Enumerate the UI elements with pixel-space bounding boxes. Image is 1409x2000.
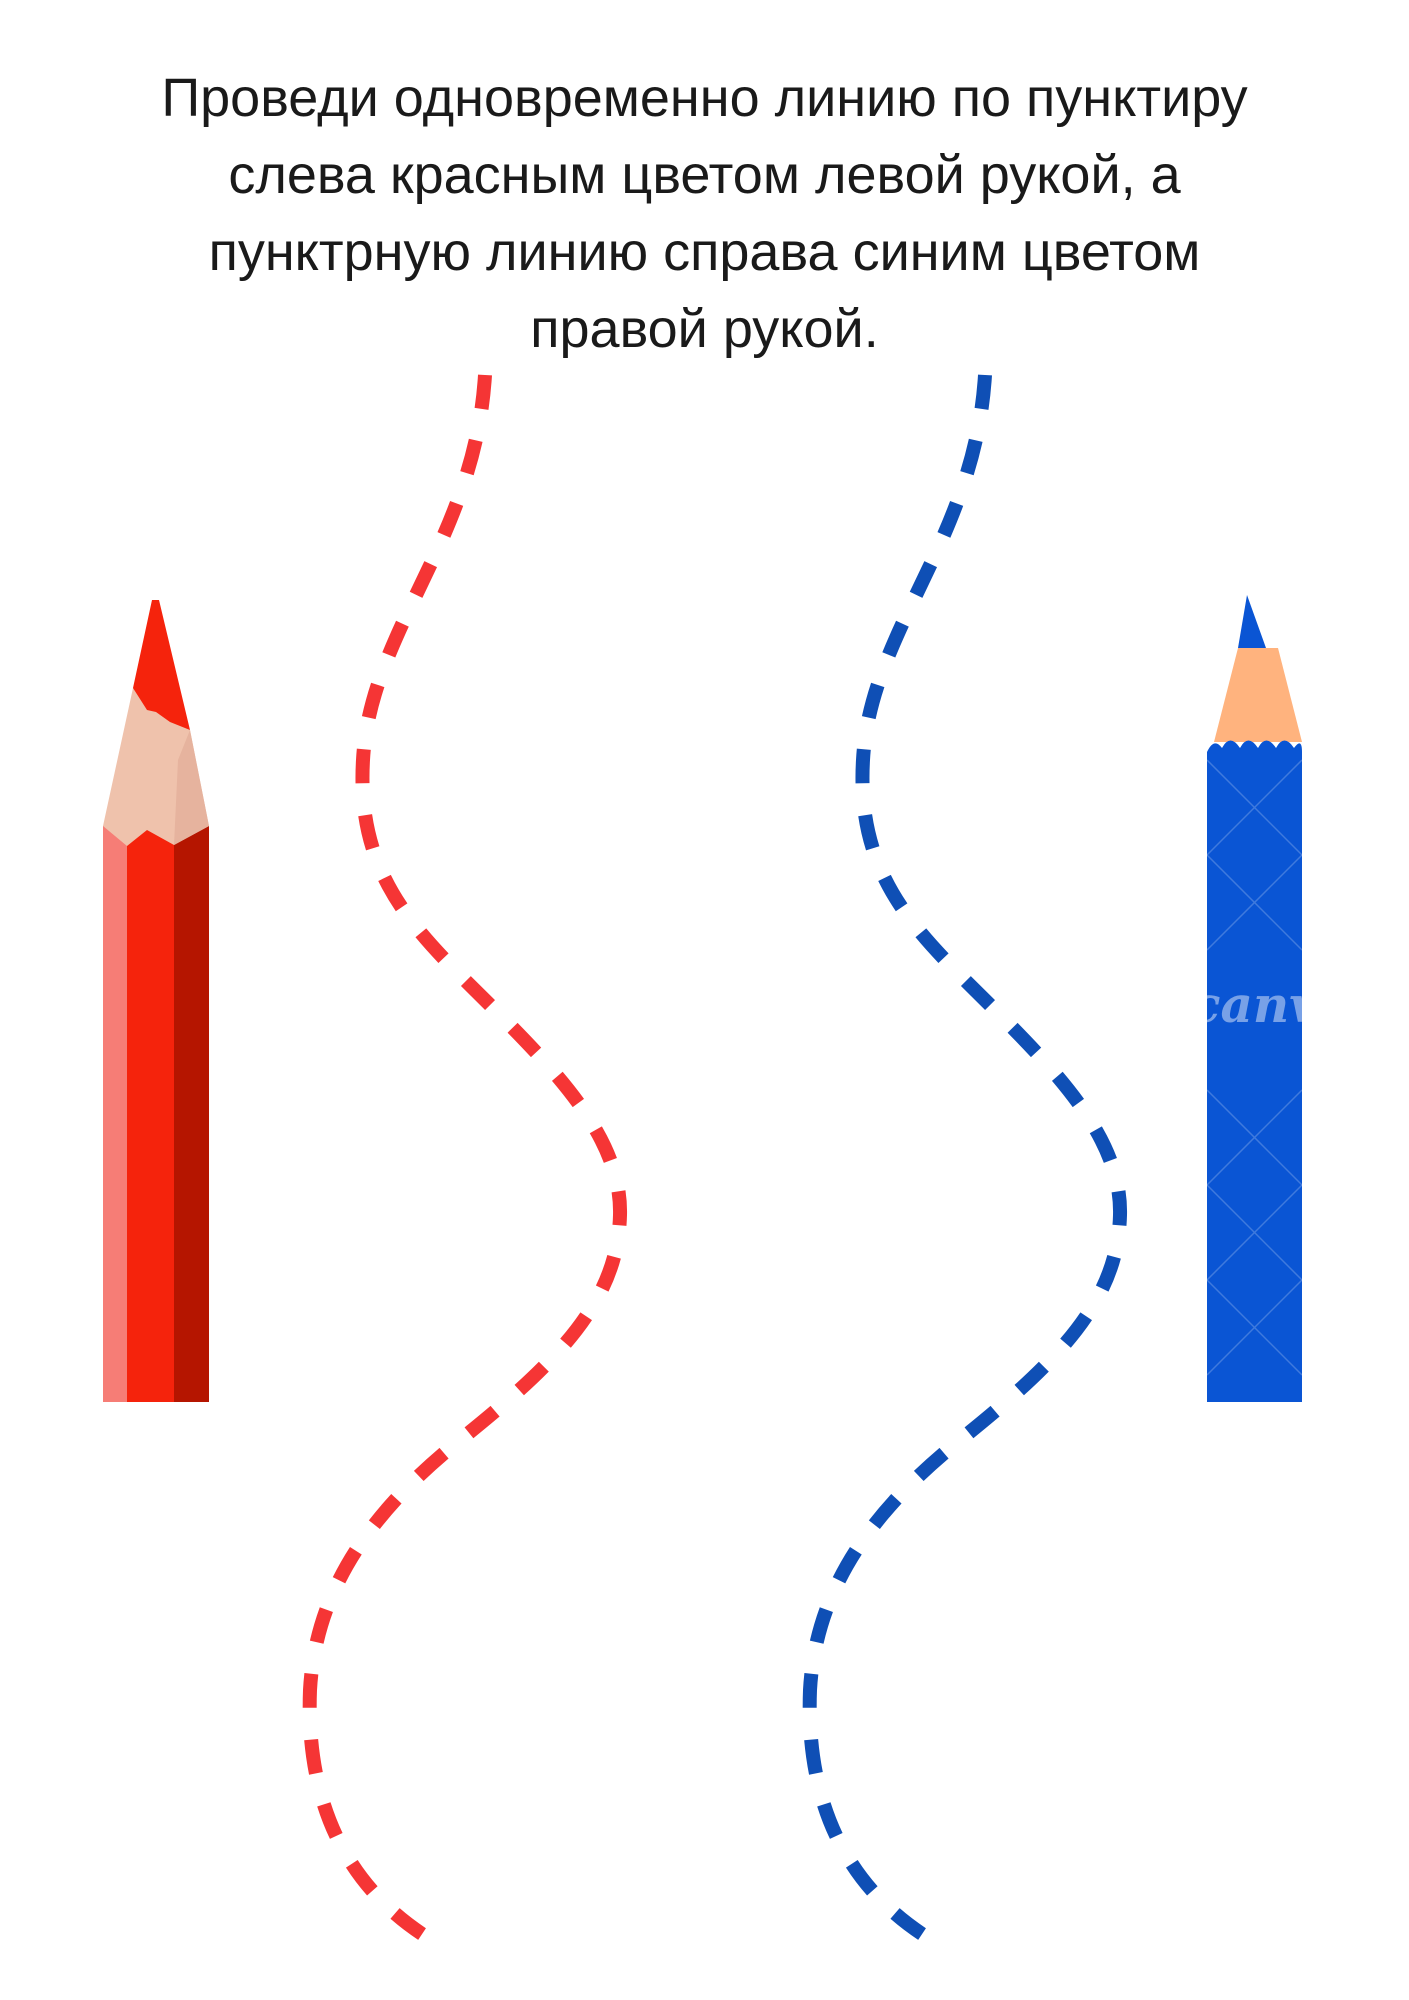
blue-pencil-icon: canva: [1190, 595, 1351, 1402]
blue-pencil-body: [1207, 740, 1302, 1402]
instruction-line-2: слева красным цветом левой рукой, а: [228, 145, 1181, 205]
instruction-line-3: пунктрную линию справа синим цветом: [208, 222, 1201, 282]
red-pencil-body-light: [103, 826, 127, 1402]
blue-pencil-lead: [1238, 595, 1266, 648]
blue-pencil-watermark-pattern: [1206, 759, 1303, 1376]
red-pencil-icon: [103, 600, 209, 1402]
blue-pencil-watermark: canva: [1190, 975, 1351, 1034]
red-pencil-lead: [133, 600, 190, 730]
left-trace-path[interactable]: [302, 374, 628, 1952]
red-pencil-wood-shade: [174, 730, 209, 845]
red-pencil-body: [127, 826, 174, 1402]
instruction-line-4: правой рукой.: [530, 299, 879, 359]
right-trace-path[interactable]: [802, 374, 1128, 1952]
blue-pencil-wood: [1214, 648, 1302, 742]
instruction-text: Проведи одновременно линию по пунктиру с…: [0, 60, 1409, 368]
red-pencil-body-dark: [174, 826, 209, 1402]
instruction-line-1: Проведи одновременно линию по пунктиру: [161, 68, 1248, 128]
